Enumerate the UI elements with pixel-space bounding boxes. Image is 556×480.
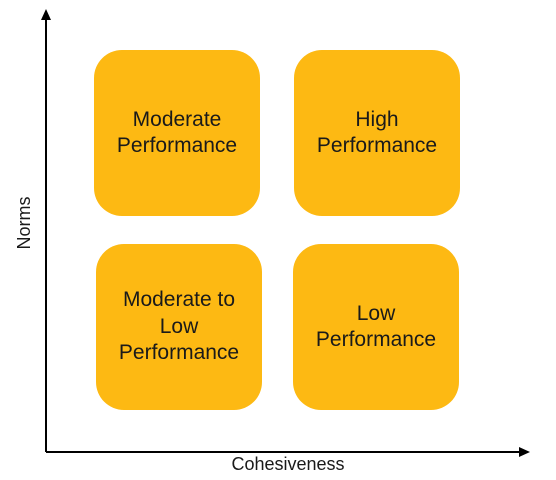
quadrant-high-performance: High Performance [294, 50, 460, 216]
quadrant-moderate-performance: Moderate Performance [94, 50, 260, 216]
quadrant-label: High Performance [316, 107, 438, 157]
quadrant-label: Moderate Performance [116, 107, 238, 157]
quadrant-label: Moderate to Low Performance [118, 288, 240, 365]
y-axis-label: Norms [14, 196, 34, 250]
x-axis-arrowhead [519, 447, 530, 457]
quadrant-low-performance: Low Performance [293, 244, 459, 410]
x-axis-label: Cohesiveness [231, 454, 345, 474]
y-axis-arrowhead [41, 9, 51, 20]
quadrant-label: Low Performance [315, 301, 437, 351]
quadrant-moderate-to-low-performance: Moderate to Low Performance [96, 244, 262, 410]
